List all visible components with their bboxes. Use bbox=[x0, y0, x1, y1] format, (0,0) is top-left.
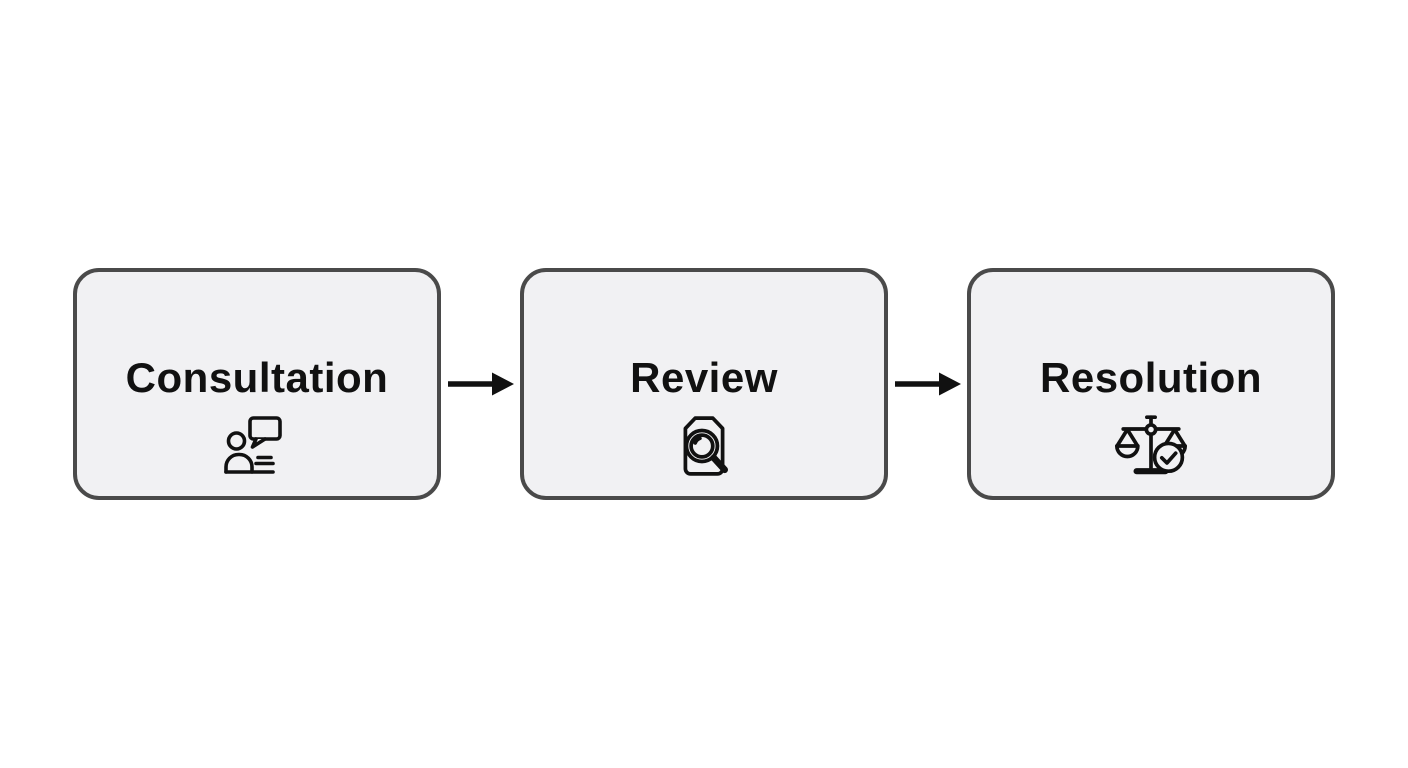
step-label: Consultation bbox=[125, 354, 389, 401]
step-label: Review bbox=[630, 354, 778, 401]
step-box-resolution: Resolution bbox=[967, 268, 1335, 500]
connector-2 bbox=[888, 369, 967, 399]
arrow-right-icon bbox=[447, 372, 514, 396]
step-label: Resolution bbox=[1040, 354, 1262, 401]
person-chat-icon bbox=[224, 415, 290, 477]
step-box-review: Review bbox=[520, 268, 888, 500]
arrow-right-icon bbox=[894, 372, 961, 396]
scales-check-icon bbox=[1115, 415, 1187, 477]
document-magnifier-icon bbox=[675, 415, 733, 477]
step-box-consultation: Consultation bbox=[73, 268, 441, 500]
process-flow: Consultation Review bbox=[73, 268, 1335, 500]
connector-1 bbox=[441, 369, 520, 399]
